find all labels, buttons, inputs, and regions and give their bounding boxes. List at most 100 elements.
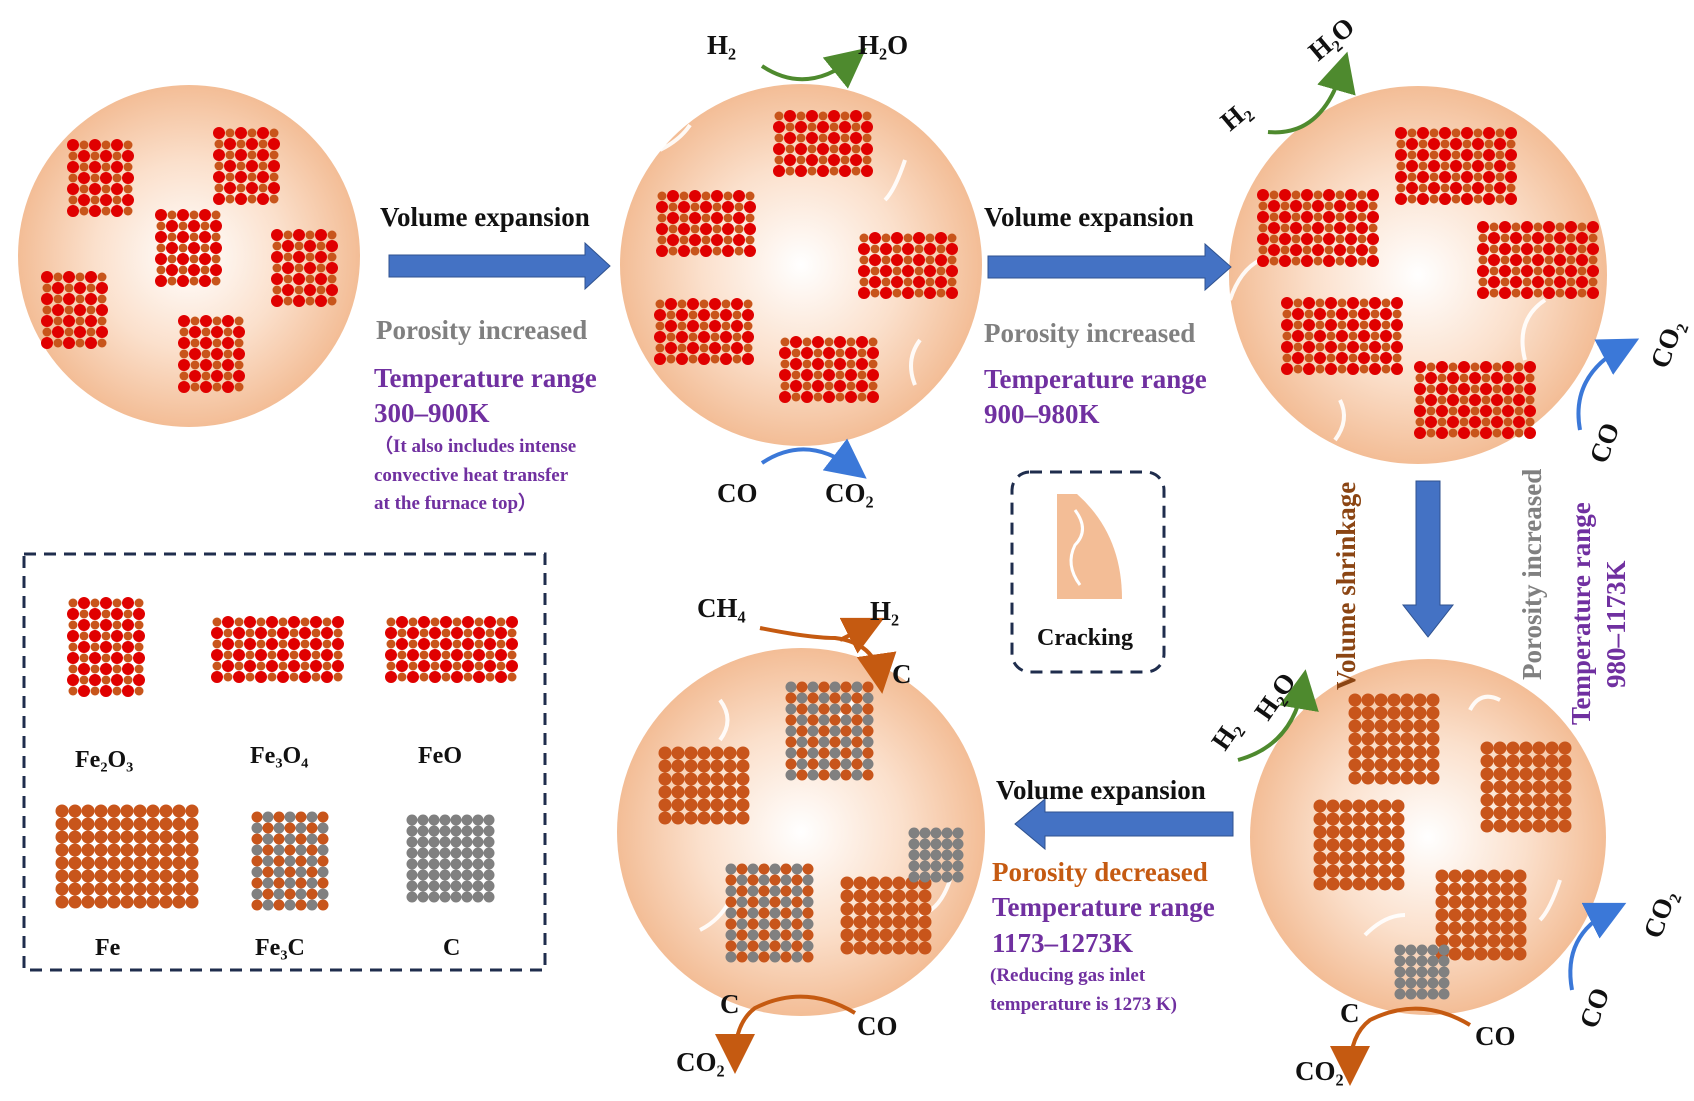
stage3-temp-range: 980–1173K — [1601, 560, 1631, 688]
fe3o4-crystal — [858, 232, 958, 299]
fe2o3-crystal — [155, 209, 222, 287]
stage5-co2: CO₂ — [676, 1047, 725, 1077]
co-arrow-3 — [1576, 338, 1640, 431]
stage2-temp-range: 900–980K — [984, 399, 1100, 429]
stage4-note-2: temperature is 1273 K) — [990, 994, 1177, 1015]
fe2o3-crystal — [271, 229, 338, 307]
h2-arrow-4 — [1237, 669, 1319, 762]
stage4-note-1: (Reducing gas inlet — [990, 965, 1146, 986]
stage2-h2o: H₂O — [858, 30, 908, 60]
stage4-transition: Volume expansion — [996, 775, 1206, 805]
stage1-temp-range: 300–900K — [374, 398, 490, 428]
stage2-temp-label: Temperature range — [984, 364, 1207, 394]
fe2o3-crystal — [41, 271, 108, 349]
stage3-h2o: H₂O — [1303, 11, 1361, 66]
feo-crystal — [1414, 361, 1536, 439]
legend-fe3o4-icon — [211, 616, 344, 683]
fe2o3-crystal — [178, 315, 245, 393]
stage3-temp-label: Temperature range — [1566, 502, 1596, 725]
stage5-co: CO — [857, 1011, 898, 1041]
legend-crystals — [55, 597, 518, 911]
stage5-ch4: CH₄ — [697, 593, 746, 623]
stage1-temp-label: Temperature range — [374, 363, 597, 393]
stage2-co: CO — [717, 478, 758, 508]
legend-box — [22, 552, 547, 972]
stage4-co-bottom: CO — [1475, 1021, 1516, 1051]
fe-crystal — [1348, 693, 1440, 785]
stage5-c-top: C — [892, 659, 912, 689]
legend-fe-icon — [55, 804, 199, 909]
feo-crystal — [1395, 127, 1517, 205]
legend-label-fe: Fe — [95, 935, 121, 961]
stage5-c-bottom: C — [720, 989, 740, 1019]
feo-crystal — [1477, 221, 1599, 299]
cracking-label: Cracking — [1037, 625, 1133, 651]
crystal-structures — [41, 110, 1599, 1000]
legend-label-feo: FeO — [418, 743, 462, 769]
stage4-porosity: Porosity decreased — [992, 857, 1208, 887]
ch4-arrow — [759, 626, 897, 694]
legend-fe2o3-icon — [67, 597, 145, 697]
cracking-icon — [1057, 494, 1122, 599]
legend-label-c: C — [443, 935, 460, 961]
fe3o4-crystal — [654, 298, 754, 365]
fe-crystal — [1313, 799, 1405, 891]
co-arrow-4 — [1568, 902, 1627, 991]
stage4-temp-range: 1173–1273K — [992, 928, 1133, 958]
stage2-transition: Volume expansion — [984, 202, 1194, 232]
fe-crystal — [1480, 741, 1572, 833]
legend-c-icon — [406, 814, 495, 903]
legend-label-fe2o3: Fe₂O₃ — [75, 747, 133, 773]
fe3o4-crystal — [656, 190, 756, 257]
stage1-porosity: Porosity increased — [376, 315, 587, 345]
fe-crystal — [1435, 869, 1527, 961]
h2-release-arrow — [839, 617, 885, 654]
fe2o3-crystal — [67, 139, 134, 217]
stage5-h2: H₂ — [870, 596, 899, 626]
arrow-left — [1014, 797, 1234, 851]
stage4-temp-label: Temperature range — [992, 892, 1215, 922]
co-arrow-2 — [760, 438, 867, 479]
stage1-transition: Volume expansion — [380, 202, 590, 232]
fe3c-crystal — [725, 863, 814, 963]
stage3-porosity: Porosity increased — [1517, 469, 1547, 680]
crack-line-icon — [1069, 509, 1084, 586]
particle-fe3o4 — [620, 84, 982, 446]
stage3-h2: H₂ — [1215, 95, 1257, 137]
fe-crystal — [658, 746, 750, 825]
stage4-co2: CO₂ — [1637, 886, 1682, 942]
carbon-arrow-4 — [1330, 1006, 1472, 1086]
stage2-porosity: Porosity increased — [984, 318, 1195, 348]
h2-arrow-2 — [760, 47, 867, 89]
fe-crystal — [840, 876, 932, 955]
stage2-co2: CO₂ — [825, 478, 874, 508]
cracking-box — [1010, 470, 1166, 674]
stage1-note-2: convective heat transfer — [374, 465, 569, 486]
carbon-crystal — [1394, 944, 1450, 1000]
h2-arrow-3 — [1267, 51, 1356, 135]
fe3o4-crystal — [773, 110, 873, 177]
legend-label-fe3c: Fe₃C — [255, 935, 305, 961]
legend-fe3c-icon — [251, 811, 329, 911]
stage1-note-1: （It also includes intense — [374, 434, 576, 457]
stage4-co2-bottom: CO₂ — [1295, 1056, 1344, 1086]
crack-lines — [659, 123, 1562, 937]
stage4-co: CO — [1573, 984, 1615, 1032]
stage4-h2: H₂ — [1205, 714, 1246, 755]
arrow-down — [1401, 480, 1455, 638]
stage4-c: C — [1340, 998, 1360, 1028]
arrow-right-1 — [388, 241, 611, 291]
stage1-note-3: at the furnace top） — [374, 491, 537, 514]
feo-crystal — [1281, 297, 1403, 375]
legend-label-fe3o4: Fe₃O₄ — [250, 743, 308, 769]
arrow-right-2 — [987, 242, 1232, 292]
fe2o3-crystal — [213, 127, 280, 205]
carbon-arrow-5 — [715, 994, 857, 1074]
carbon-crystal — [908, 827, 964, 883]
stage3-co2: CO₂ — [1644, 316, 1689, 372]
stage3-shrinkage: Volume shrinkage — [1331, 482, 1361, 690]
stage3-co: CO — [1583, 419, 1625, 467]
stage2-h2: H₂ — [707, 30, 736, 60]
fe3o4-crystal — [779, 336, 879, 403]
